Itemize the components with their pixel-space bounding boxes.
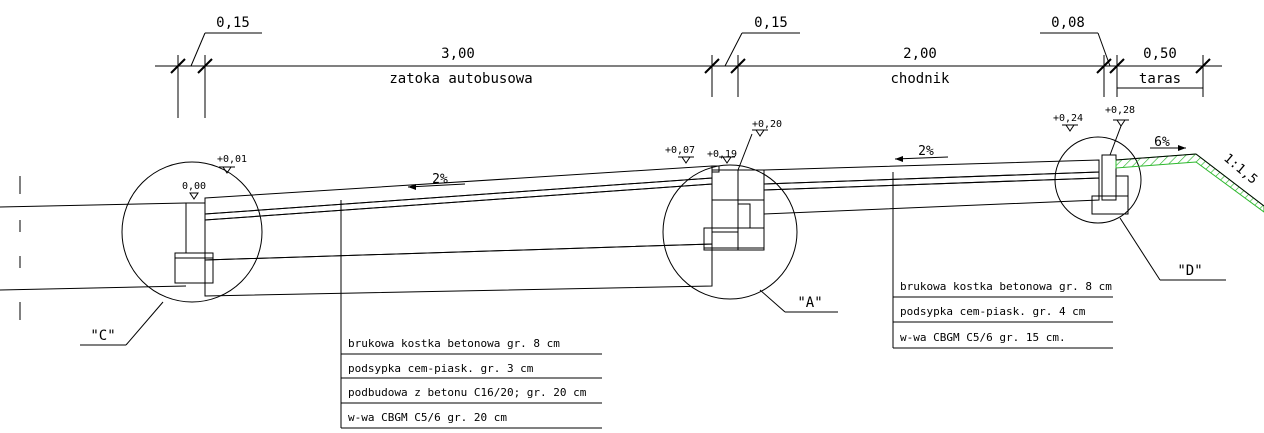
layer-table-left — [340, 200, 602, 429]
dim-value-sidewalk: 2,00 — [903, 46, 937, 62]
elevation-p028: +0,28 — [1105, 105, 1135, 116]
elevation-p020: +0,20 — [752, 119, 782, 130]
detail-leaders — [80, 217, 1226, 346]
dimension-line — [155, 32, 1222, 118]
road-edge — [0, 176, 187, 320]
dim-label-curb-right: 0,08 — [1051, 15, 1085, 31]
elevation-p001: +0,01 — [217, 154, 247, 165]
slope-label-bay: 2% — [432, 172, 448, 187]
slope-label-sidewalk: 2% — [918, 144, 934, 159]
span-name-bay: zatoka autobusowa — [389, 71, 532, 87]
detail-label-d: "D" — [1177, 263, 1202, 279]
span-name-terrace: taras — [1139, 71, 1181, 87]
layer-left-2: podsypka cem-piask. gr. 3 cm — [348, 362, 534, 375]
layer-left-4: w-wa CBGM C5/6 gr. 20 cm — [348, 411, 507, 424]
dim-label-curb-left: 0,15 — [216, 15, 250, 31]
curb-detail-d — [1054, 136, 1142, 224]
detail-label-c: "C" — [90, 328, 115, 344]
dim-value-terrace: 0,50 — [1143, 46, 1177, 62]
layer-table-right — [892, 172, 1113, 349]
elevation-p024: +0,24 — [1053, 113, 1083, 124]
detail-label-a: "A" — [797, 295, 822, 311]
layer-right-1: brukowa kostka betonowa gr. 8 cm — [900, 280, 1112, 293]
elevation-p019: +0,19 — [707, 149, 737, 160]
layer-right-2: podsypka cem-piask. gr. 4 cm — [900, 305, 1086, 318]
layer-left-3: podbudowa z betonu C16/20; gr. 20 cm — [348, 386, 587, 399]
layer-right-3: w-wa CBGM C5/6 gr. 15 cm. — [900, 331, 1066, 344]
dim-label-curb-mid: 0,15 — [754, 15, 788, 31]
slope-label-terrace: 6% — [1154, 135, 1170, 150]
sidewalk-structure — [738, 159, 1100, 215]
embankment — [1115, 145, 1264, 213]
elevation-p007: +0,07 — [665, 145, 695, 156]
slope-arrows — [407, 156, 949, 190]
elevation-000: 0,00 — [182, 181, 206, 192]
curb-detail-a — [662, 164, 798, 300]
curb-detail-c — [121, 161, 263, 303]
bus-bay-structure — [204, 165, 713, 297]
layer-left-1: brukowa kostka betonowa gr. 8 cm — [348, 337, 560, 350]
elevation-markers — [189, 119, 1129, 200]
dim-value-bay: 3,00 — [441, 46, 475, 62]
span-name-sidewalk: chodnik — [890, 71, 950, 87]
